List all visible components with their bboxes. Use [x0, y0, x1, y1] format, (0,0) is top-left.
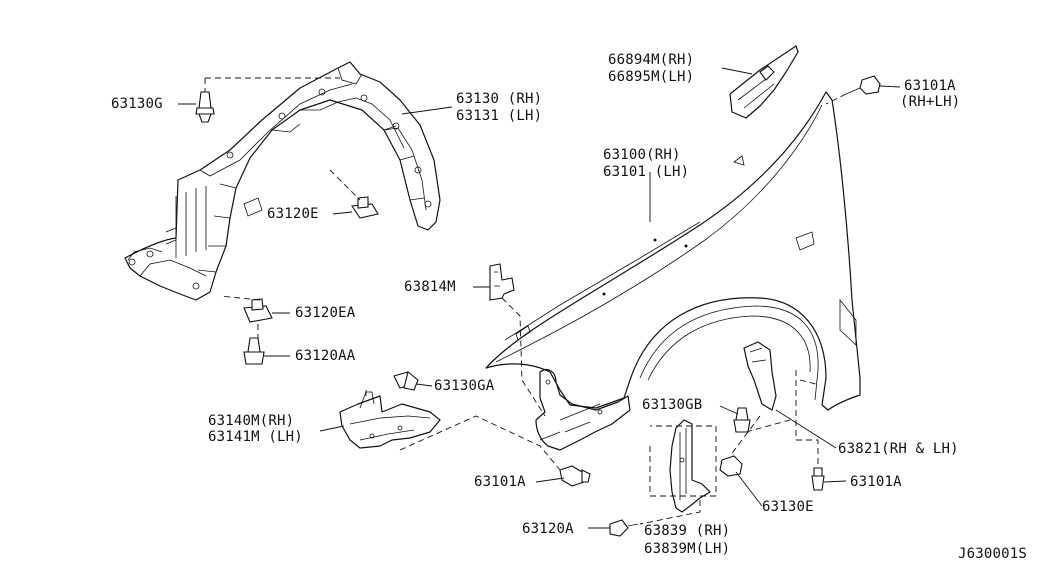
label-63839-rh: 63839 (RH) [644, 523, 731, 539]
label-63839m-lh: 63839M(LH) [644, 541, 731, 557]
label-63101a-top-side: (RH+LH) [900, 94, 961, 110]
assembly-lines [204, 77, 847, 525]
bolt-63101a-bottom [559, 465, 591, 487]
label-63100-rh: 63100(RH) [603, 147, 681, 163]
clip-63130e [719, 455, 743, 477]
clip-63130g [195, 91, 215, 123]
label-63141m-lh: 63141M (LH) [208, 429, 303, 445]
screw-63120a [609, 519, 639, 537]
front-fender [485, 91, 861, 411]
screw-63120aa [243, 337, 265, 365]
label-63120a: 63120A [522, 521, 574, 537]
label-63101a-right: 63101A [850, 474, 902, 490]
label-63130gb: 63130GB [642, 397, 703, 413]
clip-63130ga [393, 371, 419, 391]
bolt-63101a-top [845, 75, 881, 95]
bracket-63140m [339, 391, 441, 449]
label-66895m-lh: 66895M(LH) [608, 69, 695, 85]
label-63130ga: 63130GA [434, 378, 495, 394]
label-63120e: 63120E [267, 206, 319, 222]
part-63821 [743, 341, 777, 411]
label-63130g: 63130G [111, 96, 163, 112]
drawing-code: J630001S [958, 546, 1028, 562]
label-63131-lh: 63131 (LH) [456, 108, 543, 124]
label-63101a-bottom: 63101A [474, 474, 526, 490]
nut-63120e [351, 196, 379, 219]
label-63130-rh: 63130 (RH) [456, 91, 543, 107]
clip-63130gb [733, 407, 751, 433]
label-63821: 63821(RH & LH) [838, 441, 959, 457]
guard-63839 [669, 419, 711, 513]
label-63120ea: 63120EA [295, 305, 356, 321]
label-63814m: 63814M [404, 279, 456, 295]
label-63120aa: 63120AA [295, 348, 356, 364]
clip-63814m [489, 263, 515, 301]
fender-lower-front [535, 369, 631, 451]
label-63140m-rh: 63140M(RH) [208, 413, 295, 429]
label-66894m-rh: 66894M(RH) [608, 52, 695, 68]
fender-protector [124, 61, 441, 301]
label-63101-lh: 63101 (LH) [603, 164, 690, 180]
label-63101a-top: 63101A [904, 78, 956, 94]
molding-66894m [729, 45, 799, 119]
label-63130e: 63130E [762, 499, 814, 515]
bolt-63101a-right [811, 467, 825, 491]
nut-63120ea [243, 298, 273, 323]
leader-lines [178, 67, 901, 529]
